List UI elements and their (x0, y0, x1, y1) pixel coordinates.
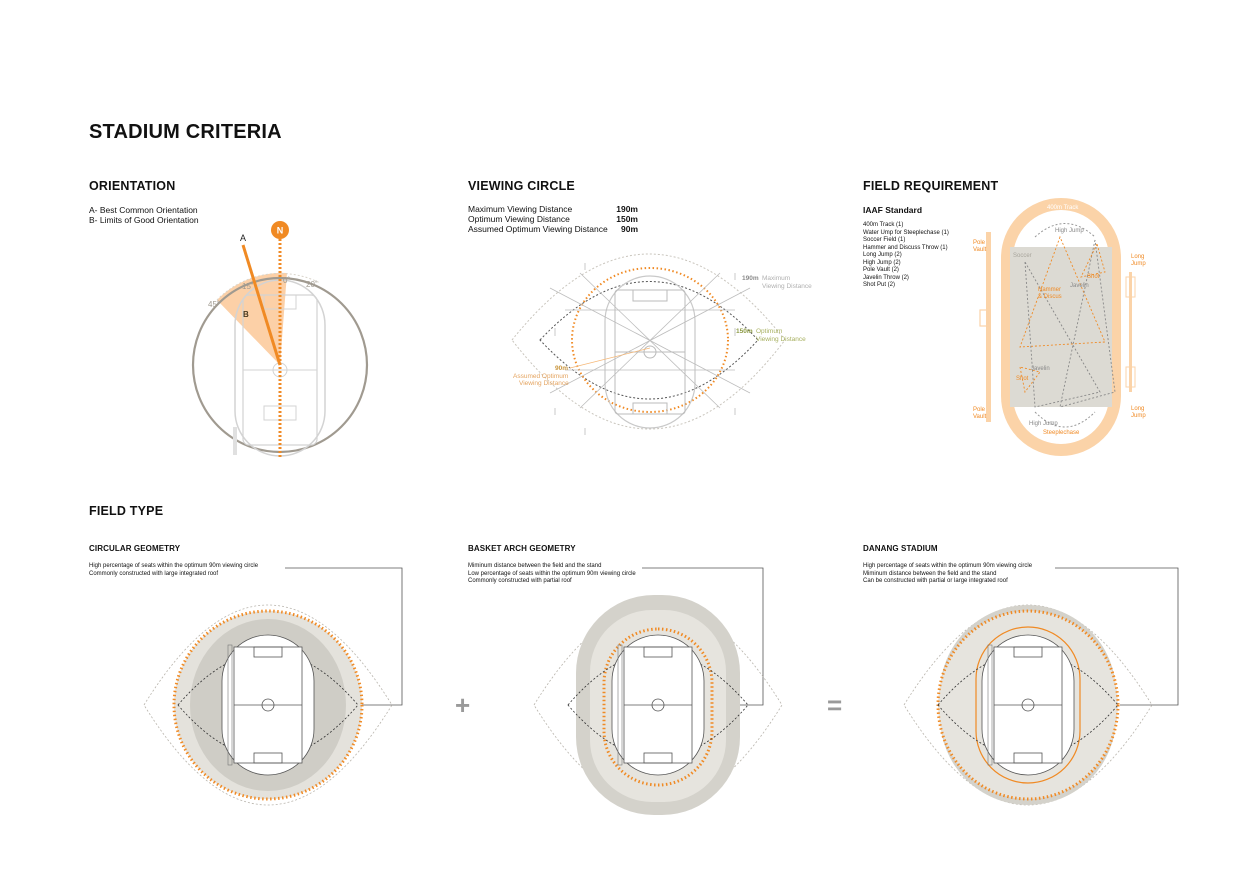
label-a: A (240, 233, 246, 243)
orientation-legend: A- Best Common Orientation B- Limits of … (89, 205, 199, 225)
label-hammer: Hammer (1038, 287, 1061, 293)
requirement-item: Long Jump (2) (863, 252, 902, 258)
label-javelin-top: Javelin (1070, 283, 1089, 289)
track-400m (1001, 198, 1121, 456)
label-pole-top-2: Vault (973, 247, 987, 253)
ann-assumed-text-2: Viewing Distance (519, 380, 569, 387)
angle-45: 45˚ (208, 300, 220, 309)
label-high-jump-top: High Jump (1055, 228, 1084, 234)
viewing-circle-heading: VIEWING CIRCLE (468, 179, 575, 193)
label-pole-top-1: Pole (973, 240, 986, 246)
plus-operator: + (455, 690, 471, 720)
ann-opt-value: 150m (736, 328, 753, 335)
orientation-diagram: N A B 45˚ 15˚ 0˚ 20˚ (191, 221, 369, 457)
type-danang-desc: High percentage of seats within the opti… (863, 563, 1033, 584)
label-shot-top: Shot (1087, 274, 1100, 280)
requirement-item: 400m Track (1) (863, 222, 904, 228)
type-basket-title: BASKET ARCH GEOMETRY (468, 544, 576, 553)
viewing-circle-diagram: 190m Maximum Viewing Distance 150m Optim… (511, 253, 812, 435)
angle-20: 20˚ (306, 280, 318, 289)
requirement-list: 400m Track (1) Water Ump for Steeplechas… (863, 222, 949, 290)
label-shot-bottom: Shot (1016, 376, 1029, 382)
angle-15: 15˚ (242, 282, 254, 291)
label-long-top-2: Jump (1131, 261, 1146, 267)
field-requirement-diagram: 400m Track High Jump High Jump Soccer Sh… (973, 198, 1146, 456)
ann-assumed-text-1: Assumed Optimum (513, 373, 568, 380)
assumed-viewing-circle (571, 267, 729, 413)
label-long-bottom-1: Long (1131, 406, 1144, 412)
pole-vault-runway (986, 232, 991, 422)
label-steeplechase: Steeplechase (1043, 430, 1080, 436)
requirement-item: Soccer Field (1) (863, 237, 906, 243)
ann-max-value: 190m (742, 275, 759, 282)
label-soccer: Soccer (1013, 253, 1032, 259)
requirement-item: High Jump (2) (863, 259, 901, 266)
page-title: STADIUM CRITERIA (89, 121, 282, 143)
label-discus: & Discus (1038, 294, 1062, 300)
type-danang-title: DANANG STADIUM (863, 544, 938, 553)
type-basket-desc: Miminum distance between the field and t… (468, 563, 636, 584)
leader-line (285, 567, 403, 706)
danang-stadium-diagram (903, 567, 1179, 806)
label-pole-bottom-1: Pole (973, 407, 986, 413)
iaaf-heading: IAAF Standard (863, 205, 923, 215)
orientation-legend-a: A- Best Common Orientation (89, 205, 198, 215)
requirement-item: Water Ump for Steeplechase (1) (863, 229, 949, 236)
requirement-item: Javelin Throw (2) (863, 274, 909, 281)
requirement-item: Pole Vault (2) (863, 267, 899, 273)
circular-geometry-diagram (143, 567, 403, 806)
ann-opt-text-1: Optimum (756, 328, 782, 335)
label-long-bottom-2: Jump (1131, 413, 1146, 419)
ann-max-text-2: Viewing Distance (762, 283, 812, 290)
orientation-sector-b (217, 272, 287, 365)
orientation-line-a (241, 244, 282, 366)
optimum-basket (602, 627, 714, 787)
north-label: N (277, 226, 284, 236)
label-b: B (243, 310, 249, 319)
long-jump-runway (1129, 272, 1132, 392)
label-high-jump-bottom: High Jump (1029, 421, 1058, 427)
orientation-heading: ORIENTATION (89, 179, 176, 193)
requirement-item: Shot Put (2) (863, 282, 896, 288)
leader-line (1055, 567, 1179, 706)
label-long-top-1: Long (1131, 254, 1144, 260)
max-viewing-lens (511, 253, 786, 430)
label-javelin-bottom: Javelin (1031, 366, 1050, 372)
ann-max-text-1: Maximum (762, 275, 790, 282)
soccer-field (1010, 247, 1112, 407)
type-circular-title: CIRCULAR GEOMETRY (89, 544, 181, 553)
type-circular-desc: High percentage of seats within the opti… (89, 563, 259, 577)
ann-opt-text-2: Viewing Distance (756, 336, 806, 343)
field-requirement-heading: FIELD REQUIREMENT (863, 179, 999, 193)
optimum-viewing-lens (539, 281, 759, 400)
north-marker (271, 221, 289, 239)
requirement-item: Hammer and Discuss Throw (1) (863, 244, 948, 251)
basket-arch-diagram (533, 567, 783, 815)
orientation-legend-b: B- Limits of Good Orientation (89, 215, 199, 225)
label-pole-bottom-2: Vault (973, 414, 987, 420)
angle-0: 0˚ (283, 276, 290, 285)
equals-operator: = (827, 690, 843, 720)
field-type-heading: FIELD TYPE (89, 504, 164, 518)
ann-assumed-value: 90m (555, 365, 568, 372)
optimum-circle (172, 609, 364, 801)
label-track: 400m Track (1047, 205, 1079, 211)
